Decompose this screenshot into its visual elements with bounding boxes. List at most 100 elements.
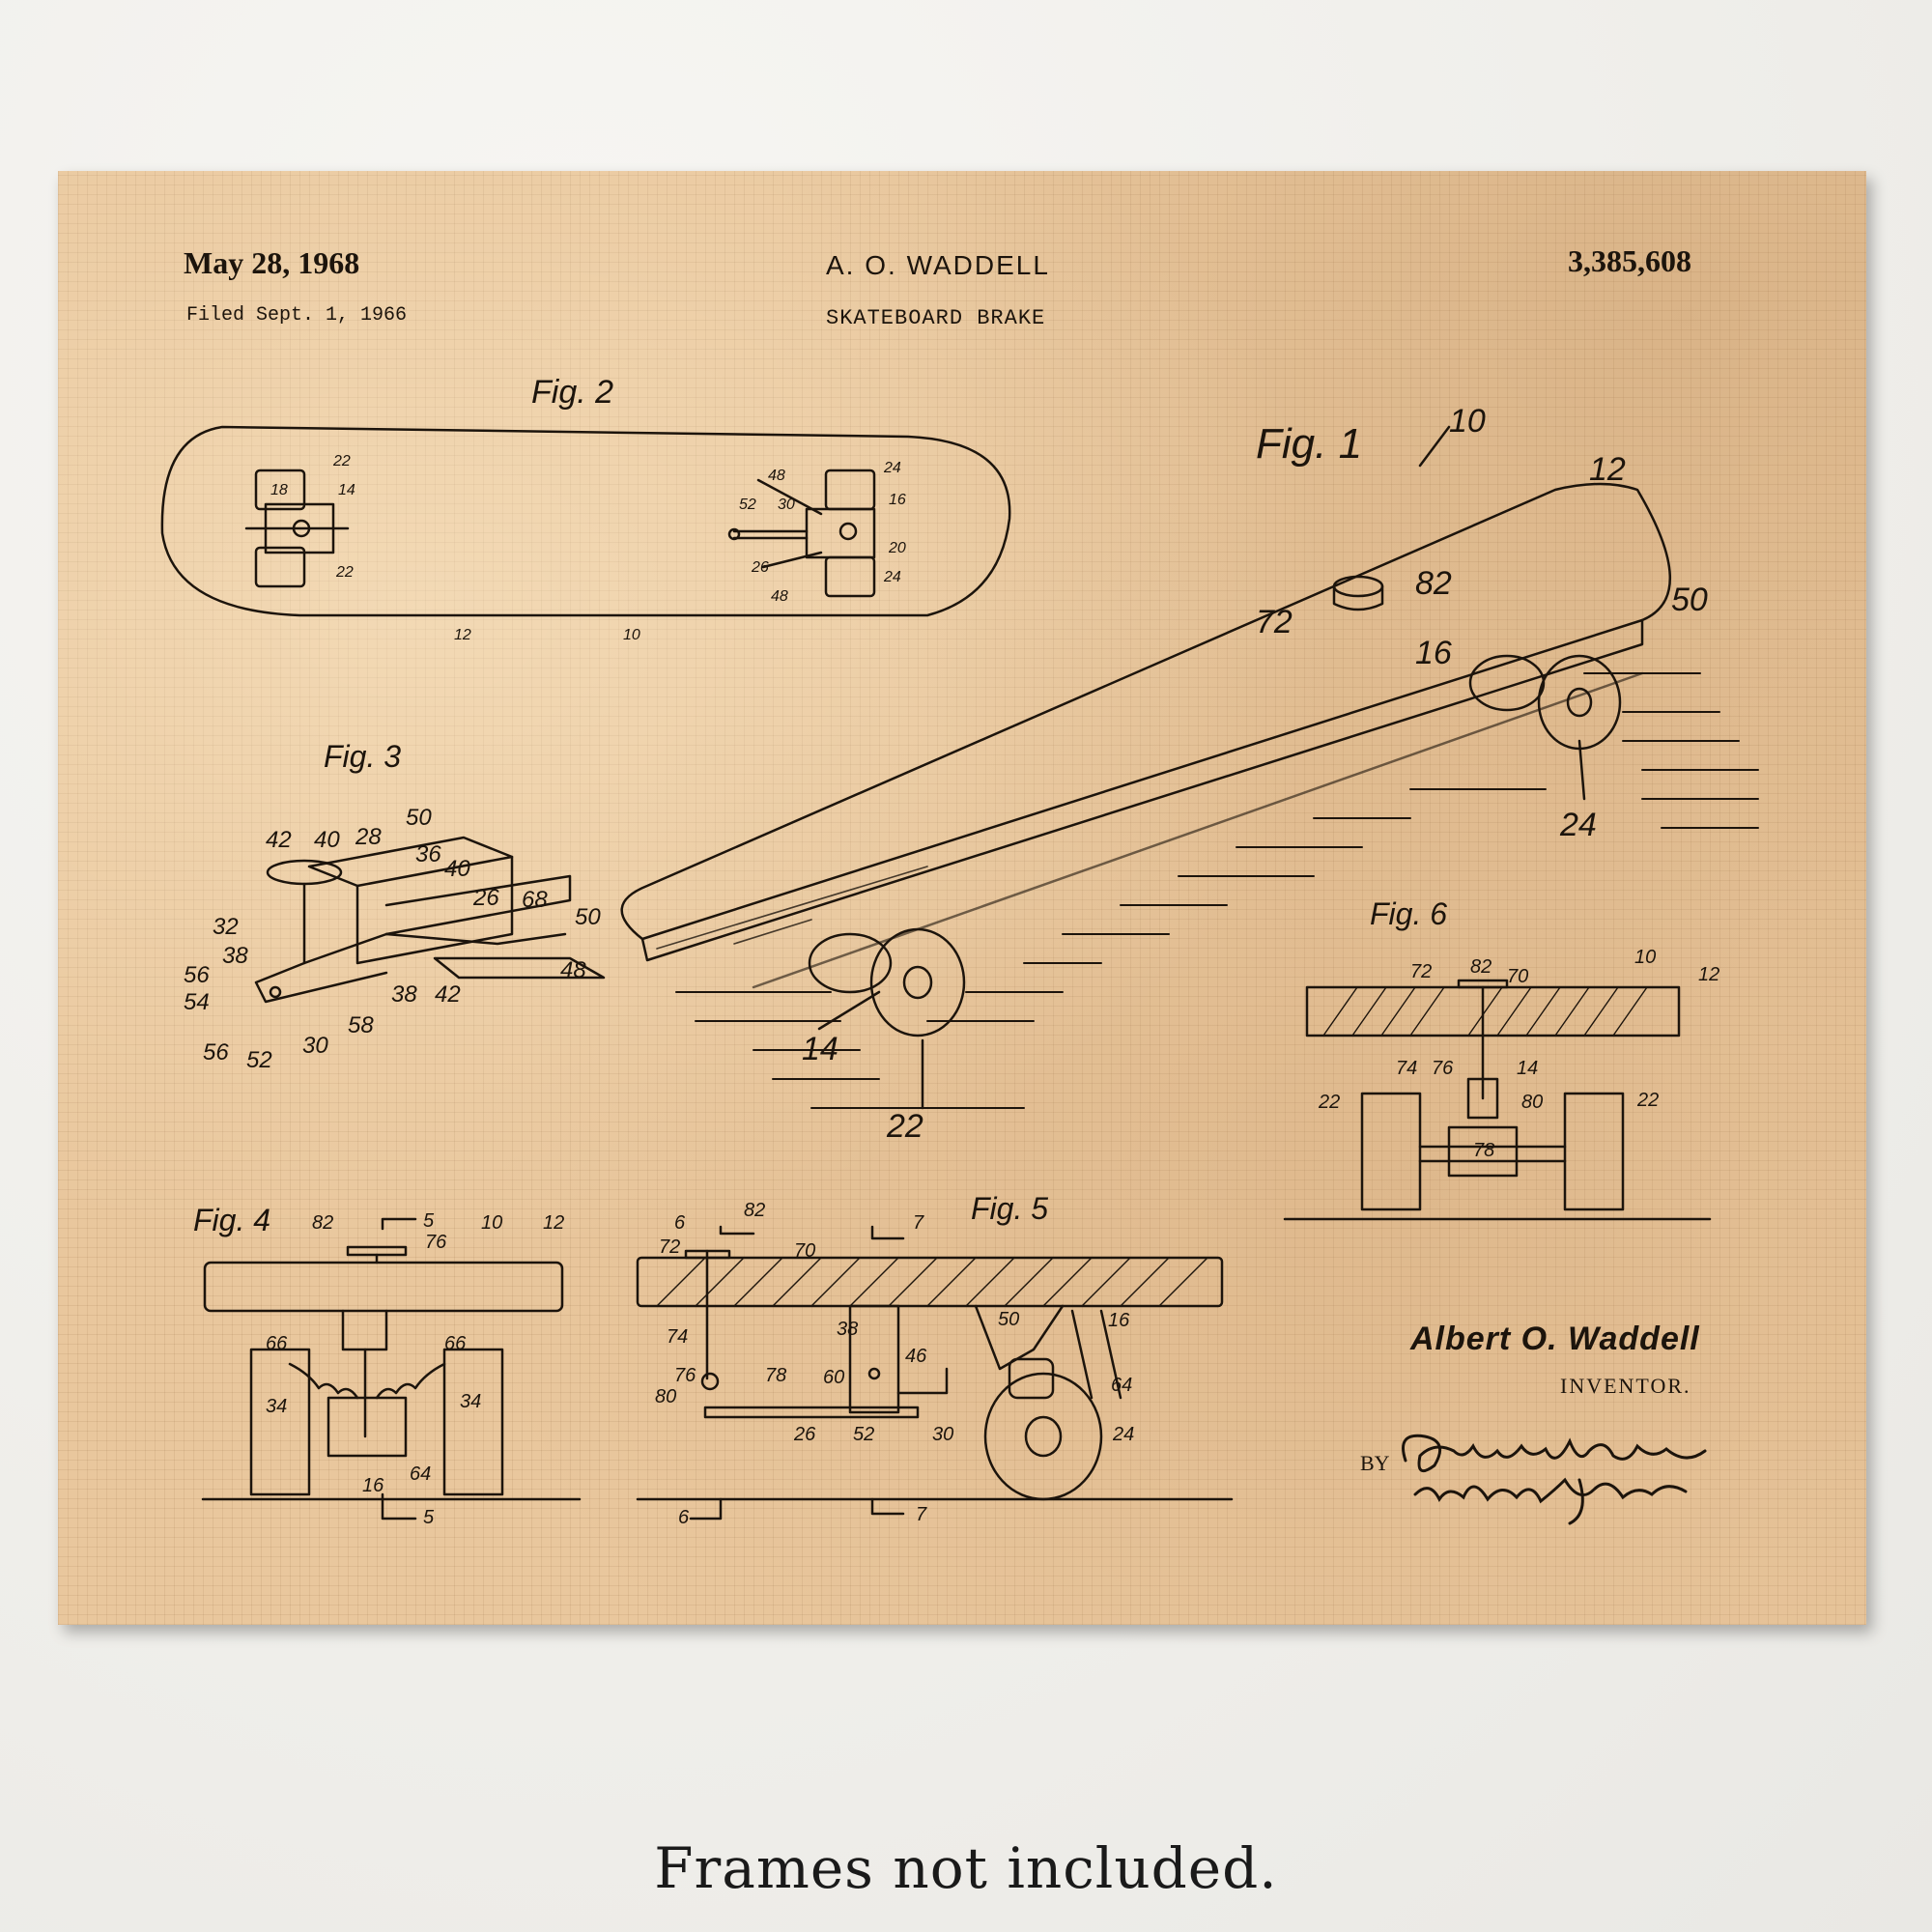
svg-text:38: 38: [222, 943, 248, 969]
svg-text:12: 12: [1698, 964, 1719, 985]
svg-text:42: 42: [435, 981, 461, 1008]
inventor-header: A. O. WADDELL: [826, 250, 1050, 280]
fig3-label: Fig. 3: [324, 739, 401, 774]
svg-text:46: 46: [905, 1346, 927, 1367]
svg-text:48: 48: [768, 468, 785, 484]
fig5-label: Fig. 5: [971, 1191, 1048, 1226]
svg-text:76: 76: [1432, 1058, 1454, 1079]
svg-text:24: 24: [883, 569, 901, 585]
attorney-signature: [1402, 1434, 1707, 1525]
svg-text:10: 10: [1449, 403, 1486, 440]
svg-text:50: 50: [406, 805, 432, 831]
svg-text:64: 64: [1111, 1375, 1132, 1396]
svg-text:30: 30: [932, 1424, 953, 1445]
svg-text:6: 6: [674, 1212, 686, 1234]
svg-text:82: 82: [744, 1200, 765, 1221]
fig4-section: Fig. 4 82 5 10 12 76 66 66 34 34 64 16 5: [193, 1203, 582, 1528]
svg-text:10: 10: [623, 627, 640, 643]
svg-text:34: 34: [266, 1396, 287, 1417]
svg-text:22: 22: [886, 1108, 923, 1145]
by-label: BY: [1360, 1451, 1390, 1475]
svg-text:26: 26: [472, 885, 499, 911]
svg-text:20: 20: [888, 540, 906, 556]
svg-text:6: 6: [678, 1507, 690, 1528]
svg-text:78: 78: [765, 1365, 786, 1386]
svg-text:16: 16: [889, 492, 906, 508]
svg-text:24: 24: [1112, 1424, 1134, 1445]
svg-text:26: 26: [751, 559, 769, 576]
svg-text:12: 12: [543, 1212, 564, 1234]
svg-text:70: 70: [794, 1240, 815, 1262]
svg-text:66: 66: [266, 1333, 288, 1354]
svg-text:22: 22: [335, 564, 354, 581]
svg-text:30: 30: [778, 497, 795, 513]
svg-text:22: 22: [1318, 1092, 1340, 1113]
svg-text:48: 48: [560, 957, 586, 983]
svg-text:50: 50: [575, 904, 601, 930]
fig2-label: Fig. 2: [531, 374, 613, 411]
patent-title: SKATEBOARD BRAKE: [826, 306, 1046, 330]
svg-text:42: 42: [266, 827, 292, 853]
svg-text:12: 12: [1589, 451, 1626, 488]
svg-text:66: 66: [444, 1333, 467, 1354]
fig4-label: Fig. 4: [193, 1203, 270, 1237]
frames-caption: Frames not included.: [654, 1835, 1278, 1901]
fig1-perspective: Fig. 1: [620, 403, 1759, 1145]
svg-text:50: 50: [998, 1309, 1019, 1330]
inventor-name: Albert O. Waddell: [1410, 1321, 1700, 1357]
svg-text:38: 38: [391, 981, 417, 1008]
svg-text:12: 12: [454, 627, 471, 643]
svg-text:16: 16: [362, 1475, 384, 1496]
svg-text:30: 30: [302, 1033, 328, 1059]
fig6-label: Fig. 6: [1370, 896, 1447, 931]
svg-text:48: 48: [771, 588, 788, 605]
svg-text:80: 80: [1521, 1092, 1543, 1113]
svg-text:10: 10: [481, 1212, 502, 1234]
fig5-section: Fig. 5: [636, 1191, 1234, 1528]
svg-text:14: 14: [1517, 1058, 1538, 1079]
svg-text:82: 82: [1415, 565, 1452, 602]
svg-text:7: 7: [913, 1212, 924, 1234]
svg-text:14: 14: [338, 482, 355, 498]
svg-text:5: 5: [423, 1210, 435, 1232]
svg-text:28: 28: [355, 824, 382, 850]
svg-text:72: 72: [659, 1236, 680, 1258]
patent-date: May 28, 1968: [184, 245, 360, 280]
patent-number: 3,385,608: [1568, 243, 1691, 278]
fig1-label: Fig. 1: [1256, 420, 1362, 468]
svg-text:24: 24: [1559, 807, 1597, 843]
svg-text:64: 64: [410, 1463, 431, 1485]
svg-text:7: 7: [916, 1504, 927, 1525]
svg-text:70: 70: [1507, 966, 1528, 987]
patent-poster: May 28, 1968 Filed Sept. 1, 1966 A. O. W…: [58, 171, 1866, 1625]
svg-text:78: 78: [1473, 1140, 1494, 1161]
svg-text:72: 72: [1256, 604, 1293, 640]
svg-text:40: 40: [444, 856, 470, 882]
svg-text:32: 32: [213, 914, 239, 940]
patent-drawing: Fig. 2 22 14 18 22 12 10 48 52 30 24 16 20: [160, 374, 1759, 1528]
svg-text:60: 60: [823, 1367, 844, 1388]
svg-text:24: 24: [883, 460, 901, 476]
svg-text:72: 72: [1410, 961, 1432, 982]
svg-text:56: 56: [203, 1039, 229, 1065]
svg-text:80: 80: [655, 1386, 676, 1407]
svg-text:76: 76: [425, 1232, 447, 1253]
svg-text:74: 74: [667, 1326, 688, 1348]
svg-text:16: 16: [1108, 1310, 1130, 1331]
svg-text:34: 34: [460, 1391, 481, 1412]
svg-text:18: 18: [270, 482, 288, 498]
svg-text:16: 16: [1415, 635, 1452, 671]
inventor-label: INVENTOR.: [1560, 1374, 1691, 1398]
svg-text:54: 54: [184, 989, 210, 1015]
svg-text:82: 82: [312, 1212, 333, 1234]
svg-text:38: 38: [837, 1319, 858, 1340]
svg-text:58: 58: [348, 1012, 374, 1038]
svg-text:52: 52: [246, 1047, 272, 1073]
svg-text:40: 40: [314, 827, 340, 853]
svg-text:76: 76: [674, 1365, 696, 1386]
svg-text:5: 5: [423, 1507, 435, 1528]
svg-text:36: 36: [415, 841, 441, 867]
svg-text:14: 14: [802, 1031, 838, 1067]
